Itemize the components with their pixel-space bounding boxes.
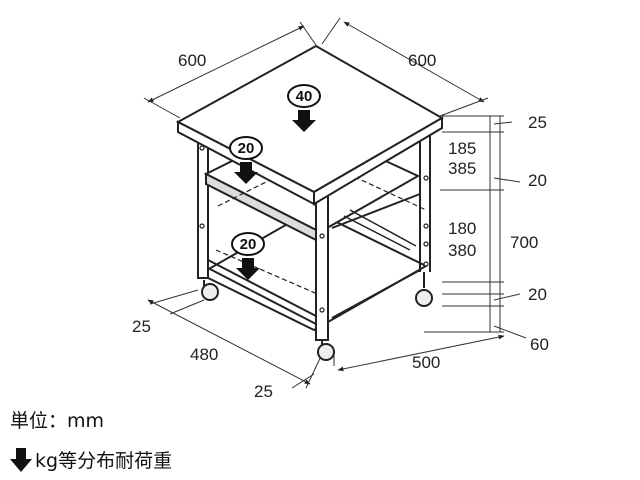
unit-note: 単位：mm	[10, 410, 105, 432]
down-arrow-icon	[236, 258, 260, 280]
dim-top-width: 600	[408, 51, 436, 70]
down-arrow-icon	[292, 110, 316, 132]
dim-upper-gap-b: 385	[448, 159, 476, 178]
load-badge-top: 40	[287, 84, 321, 132]
down-arrow-icon	[234, 162, 258, 184]
caster-front-right	[317, 340, 335, 361]
dimension-labels: 600 600 25 185 385 20 180 380 700 20 60 …	[132, 51, 549, 400]
down-arrow-icon	[10, 447, 32, 472]
load-middle-value: 20	[238, 140, 255, 157]
dim-bottom-shelf-thickness: 20	[528, 285, 547, 304]
dimension-lines	[143, 17, 527, 389]
dim-total-height: 700	[510, 233, 538, 252]
dim-caster-height: 60	[530, 335, 549, 354]
dim-middle-shelf-thickness: 20	[528, 171, 547, 190]
load-top-value: 40	[296, 88, 313, 105]
caster-back-right	[415, 272, 433, 307]
caster-front-left	[201, 280, 219, 301]
dim-base-depth: 480	[190, 345, 218, 364]
dim-inner-offset-bottom: 25	[254, 382, 273, 400]
dim-inner-offset-left: 25	[132, 317, 151, 336]
load-badge-middle: 20	[229, 136, 263, 184]
dim-lower-gap-b: 380	[448, 241, 476, 260]
load-badge-bottom: 20	[231, 232, 265, 280]
load-bottom-value: 20	[240, 236, 257, 253]
dim-lower-gap-a: 180	[448, 219, 476, 238]
dim-base-width: 500	[412, 353, 440, 372]
cart-dimension-drawing: 40 20 20 600 600 25 185 385 20 180 380 7…	[132, 17, 549, 400]
dim-top-thickness: 25	[528, 113, 547, 132]
dim-top-depth: 600	[178, 51, 206, 70]
load-legend: kg等分布耐荷重	[10, 446, 172, 473]
load-legend-text: kg等分布耐荷重	[35, 450, 173, 472]
dim-upper-gap-a: 185	[448, 139, 476, 158]
